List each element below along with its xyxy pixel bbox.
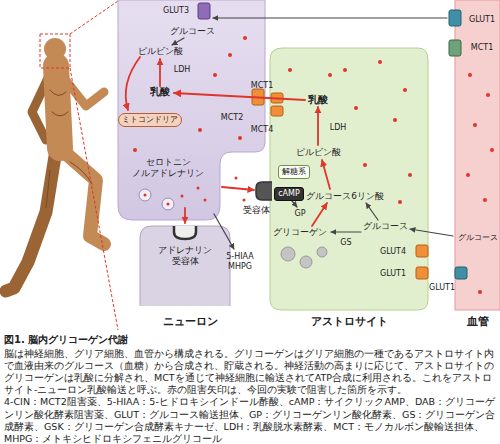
neuron-shape [118,0,265,220]
metabolite: グリコーゲン [273,227,327,238]
runner-figure [6,38,104,291]
receptor: 受容体 [238,178,276,218]
caption-block: 図1. 脳内グリコーゲン代謝脳は神経細胞、グリア細胞、血管から構成される。グリコ… [4,334,496,444]
transporter-name: GLUT3 [163,6,189,16]
adrenergic-receptor: アドレナリン 受容体 [148,224,222,274]
adrenergic-receptor-shape [174,226,196,239]
metabolite: ピルビン酸 [138,46,183,57]
node-label: アドレナリン 受容体 [152,245,218,267]
transmitter-name: セロトニン ノルアドレナリン [128,157,208,179]
mitochondrion: ミトコンドリア [118,113,182,127]
metabolite: 乳酸 [308,94,328,106]
enzyme-name: GP [294,209,305,219]
metabolite: グルコース [458,233,498,243]
node-label: アストロサイト [311,315,388,328]
metabolite: 5-HIAA MHPG [220,252,260,271]
postsynaptic-neuron [140,226,230,306]
node-label: ニューロン [163,315,218,328]
abbreviation-note: 4-CIN：MCT2阻害薬、5-HIAA：5-ヒドロキシインドール酢酸、cAMP… [4,396,496,444]
transporter-name: GLUT1 [469,15,495,25]
enzyme-name: LDH [174,65,191,75]
box-label: cAMP [278,189,300,199]
enzyme-name: LDH [330,123,347,133]
metabolite: グルコース [363,221,408,232]
zoom-marker [40,1,118,330]
vessel-shape [455,0,500,310]
metabolite: 乳酸 [150,86,170,98]
transporter-name: MCT4 [251,125,273,135]
camp-box: cAMP [274,187,304,201]
transporter-name: MCT1 [251,81,273,91]
transporter-name: MCT1 [471,43,493,53]
glycolysis-box: 解糖系 [278,165,310,179]
metabolite: グルコース [170,26,215,37]
transporter-name: GLUT1 [380,269,406,279]
astrocyte-region: アストロサイト 解糖系 cAMP [270,48,428,332]
figure-caption: 脳は神経細胞、グリア細胞、血管から構成される。グリコーゲンはグリア細胞の一種であ… [4,348,496,397]
transporters [198,3,467,279]
enzyme-name: GS [340,238,351,248]
node-label: 血管 [467,315,489,328]
glycogen-granules [281,247,327,268]
transporter-name: GLUT4 [380,247,406,257]
transporter-name: GLUT1 [429,283,455,293]
metabolite: グルコース6リン酸 [306,191,384,202]
vesicles [139,189,174,210]
astrocyte-shape [270,48,428,310]
box-label: ミトコンドリア [122,115,178,125]
receptor-shape [256,182,272,200]
metabolite: ピルビン酸 [296,147,341,158]
box-label: 解糖系 [282,167,306,177]
figure-title: 図1. 脳内グリコーゲン代謝 [4,334,496,347]
pathway-arrows [126,18,453,249]
node-label: 受容体 [243,205,270,216]
transporter-name: MCT2 [221,113,243,123]
